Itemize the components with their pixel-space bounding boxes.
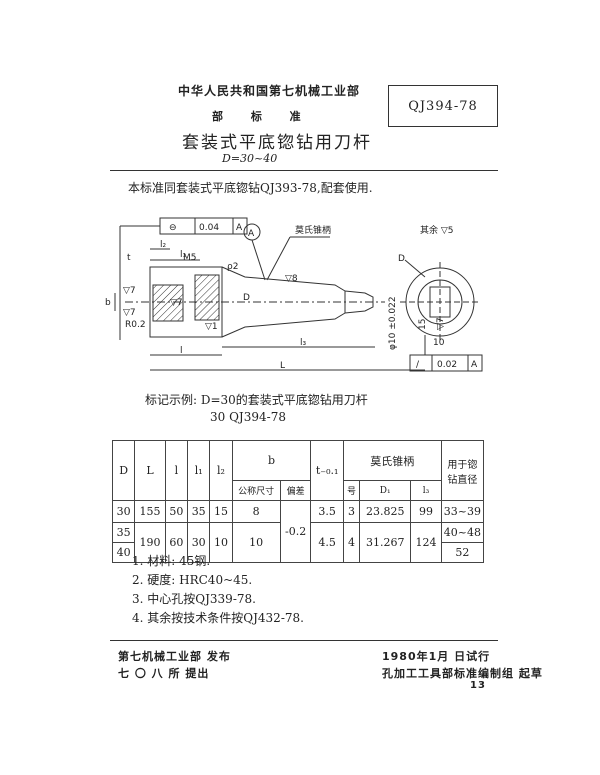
standard-code: QJ394-78 xyxy=(408,98,478,114)
footer-publisher: 第七机械工业部 发布 xyxy=(118,650,231,663)
tol-frame xyxy=(159,217,196,235)
tol2-datum: A xyxy=(471,360,478,370)
tol-value: 0.04 xyxy=(199,223,219,233)
note-item: 3. 中心孔按QJ339-78. xyxy=(132,592,256,606)
datum-label: A xyxy=(248,229,255,239)
l3-label: l₃ xyxy=(300,338,307,348)
ministry-title: 中华人民共和国第七机械工业部 xyxy=(178,84,361,98)
b-label: b xyxy=(105,298,111,308)
t-label: t xyxy=(127,253,131,263)
b-deviation: -0.2 xyxy=(279,500,312,563)
note-item: 2. 硬度: HRC40~45. xyxy=(132,573,253,587)
surface-rest: 其余 ▽5 xyxy=(420,224,454,236)
note-item: 4. 其余按技术条件按QJ432-78. xyxy=(132,611,304,625)
th-D1: D₁ xyxy=(359,480,412,501)
th-l3: l₃ xyxy=(410,480,442,501)
table-row: 30 155 50 35 15 8 -0.2 3.5 3 23.825 99 3… xyxy=(111,500,485,563)
th-t: t₋₀.₁ xyxy=(310,440,344,501)
footer-date: 1980年1月 日试行 xyxy=(382,650,491,663)
th-taper: 莫氏锥柄 xyxy=(342,440,442,481)
tol-datum: A xyxy=(236,223,243,233)
th-b-dev: 偏差 xyxy=(279,480,312,501)
example-line-2: 30 QJ394-78 xyxy=(210,410,286,424)
v8-label: ▽8 xyxy=(285,274,298,284)
intro-text: 本标准同套装式平底锪钻QJ393-78,配套使用. xyxy=(128,181,373,195)
dim-15-label: 15 xyxy=(418,319,428,330)
section-hatch xyxy=(152,284,184,322)
footer-proposer: 七 〇 八 所 提出 xyxy=(118,667,210,680)
m5-label: M5 xyxy=(183,253,197,263)
th-b-nominal: 公称尺寸 xyxy=(231,480,281,501)
tol2-symbol: ∕ xyxy=(416,360,420,370)
note-item: 1. 材料: 45钢. xyxy=(132,554,211,568)
tol-symbol: ⊖ xyxy=(169,223,177,233)
th-l2: l₂ xyxy=(209,440,233,501)
footer-compiler: 孔加工工具部标准编制组 起草 xyxy=(382,667,543,680)
th-b: b xyxy=(231,440,312,481)
section-hatch-2 xyxy=(194,274,220,321)
l-label: l xyxy=(180,346,183,356)
th-D: D xyxy=(111,440,136,501)
th-no: 号 xyxy=(342,480,361,501)
standard-type: 部 标 准 xyxy=(212,110,313,123)
page-subtitle: D=30~40 xyxy=(222,152,278,165)
v7a-label: ▽7 xyxy=(123,286,136,296)
table-row: 40 52 xyxy=(111,542,485,563)
l1-label: l₁ xyxy=(180,250,187,260)
tol2-value: 0.02 xyxy=(437,360,457,370)
D-main-label: D xyxy=(243,293,250,303)
D-side-label: D xyxy=(398,254,405,264)
page-title: 套装式平底锪钻用刀杆 xyxy=(182,133,372,153)
page-number: 13 xyxy=(470,680,486,691)
p22-label: ρ2 xyxy=(227,262,238,272)
dim-7-label: ▽7 xyxy=(436,317,446,330)
footer-divider xyxy=(110,640,498,641)
l2-label: l₂ xyxy=(160,240,167,250)
phi-label: φ10 ±0.022 xyxy=(388,296,398,350)
spec-table: D L l l₁ l₂ b t₋₀.₁ 莫氏锥柄 用于锪钻直径 公称尺寸 偏差 … xyxy=(111,440,485,563)
technical-drawing: ⊖ 0.04 A A 莫氏锥柄 其余 ▽5 M5 l₂ l₁ l₃ l L b … xyxy=(105,217,483,372)
v1-label: ▽1 xyxy=(205,322,218,332)
example-line-1: 标记示例: D=30的套装式平底锪钻用刀杆 xyxy=(145,393,368,407)
header-divider xyxy=(110,170,498,171)
th-l1: l₁ xyxy=(187,440,211,501)
taper-label: 莫氏锥柄 xyxy=(295,224,331,236)
th-L: L xyxy=(134,440,166,501)
v7c-label: ▽7 xyxy=(170,298,183,308)
th-l: l xyxy=(164,440,189,501)
notes-list: 1. 材料: 45钢. 2. 硬度: HRC40~45. 3. 中心孔按QJ33… xyxy=(132,552,304,628)
v7b-label: ▽7 xyxy=(123,308,136,318)
standard-code-box: QJ394-78 xyxy=(388,85,498,127)
dim-10-label: 10 xyxy=(433,338,445,348)
table-row: 35 190 60 30 10 10 4.5 4 31.267 124 40~4… xyxy=(111,522,485,563)
th-use: 用于锪钻直径 xyxy=(440,440,485,501)
r02-label: R0.2 xyxy=(125,320,146,330)
L-label: L xyxy=(280,361,285,371)
